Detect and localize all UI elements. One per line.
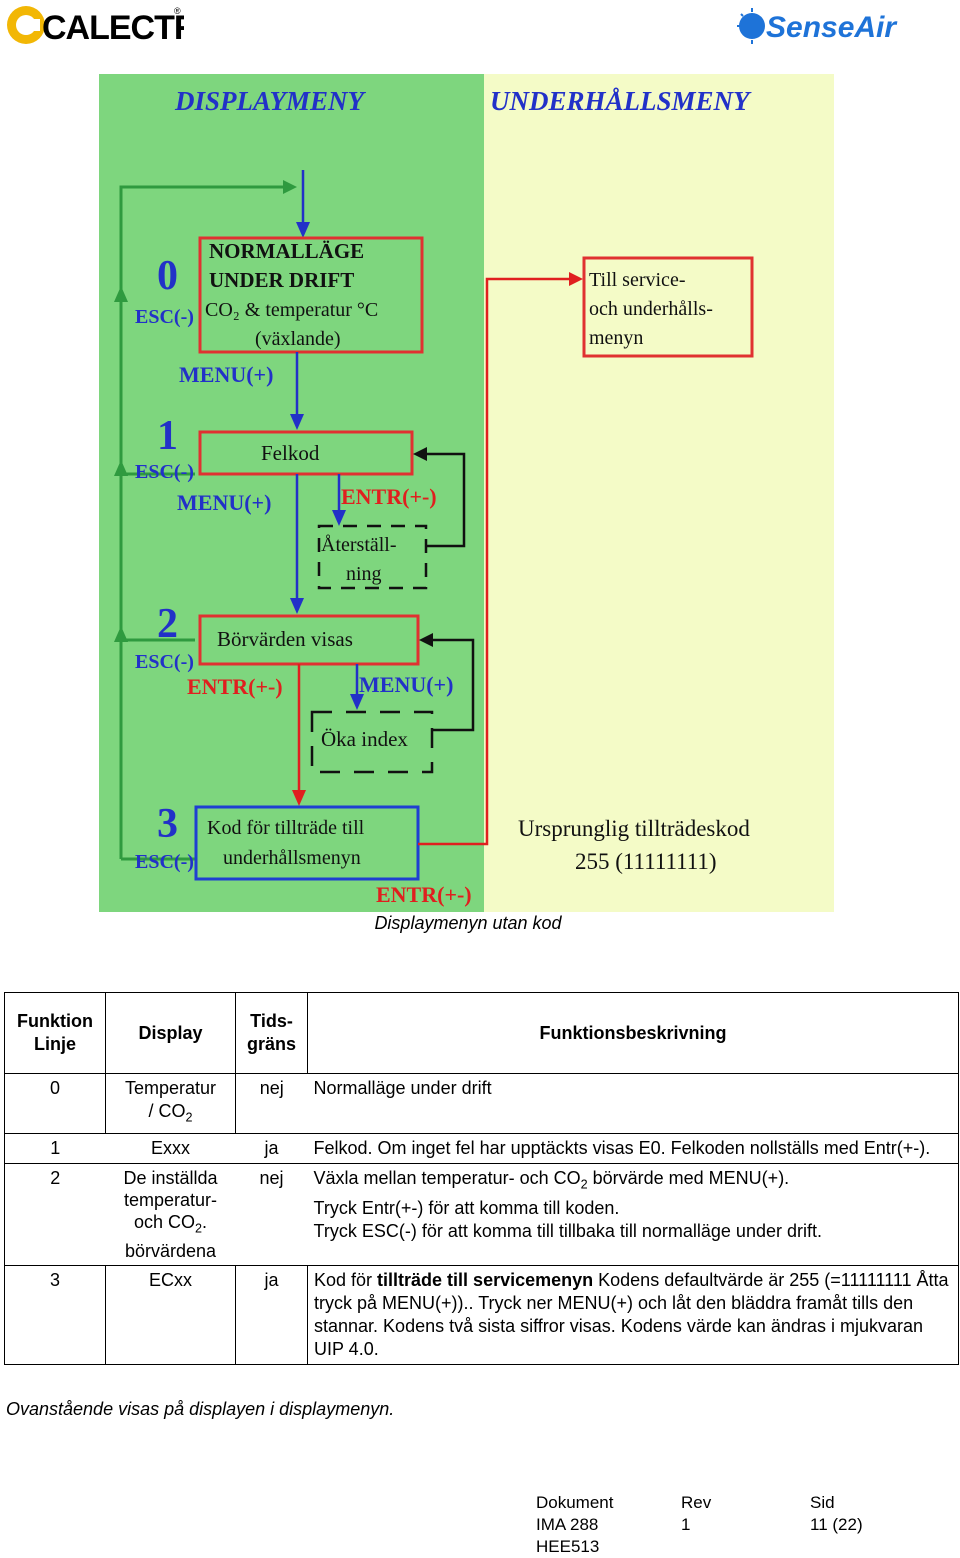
- setpoints-label: Börvärden visas: [217, 627, 353, 651]
- maintenance-menu-title: UNDERHÅLLSMENY: [490, 86, 752, 116]
- senseair-logo-text: SenseAir: [766, 11, 898, 44]
- index-return-arrowhead: [419, 633, 433, 647]
- original-code-line2: 255 (11111111): [575, 849, 717, 874]
- row3-line: 3: [4, 1264, 106, 1365]
- table-row: 0 Temperatur/ CO2 nej Normalläge under d…: [4, 1073, 959, 1134]
- entr-label-2: ENTR(+-): [187, 674, 283, 699]
- row3-display: ECxx: [105, 1264, 236, 1365]
- error-code-label: Felkod: [261, 441, 320, 465]
- service-line1: Till service-: [589, 269, 685, 291]
- error-code-box: [198, 430, 414, 476]
- footer-document: Dokument IMA 288 HEE513: [536, 1493, 614, 1556]
- display-menu-background: [99, 74, 484, 912]
- index-return-line: [431, 638, 475, 732]
- access-code-line1: Kod för tillträde till: [207, 817, 365, 839]
- original-code-line1: Ursprunglig tillträdeskod: [518, 816, 750, 841]
- reset-line1: Återställ-: [321, 534, 397, 556]
- entr-label-1: ENTR(+-): [341, 484, 437, 509]
- header-time-limit: Tids-gräns: [235, 992, 308, 1074]
- maintenance-menu-background: [484, 74, 834, 912]
- esc-label-0: ESC(-): [135, 306, 194, 328]
- row3-desc: Kod för tillträde till servicemenyn Kode…: [307, 1264, 959, 1365]
- service-arrow: [418, 277, 575, 846]
- row0-desc: Normalläge under drift: [307, 1073, 959, 1134]
- esc-label-1: ESC(-): [135, 461, 194, 483]
- header-display: Display: [105, 992, 236, 1074]
- menu-label-0: MENU(+): [179, 362, 273, 387]
- esc-arrowheads: [114, 180, 297, 642]
- setpoints-box: [198, 614, 420, 666]
- entr-arrowhead-2: [292, 790, 306, 806]
- calectro-logo-gap: [26, 19, 40, 31]
- row0-time: nej: [235, 1073, 308, 1134]
- row1-desc: Felkod. Om inget fel har upptäckts visas…: [307, 1133, 959, 1164]
- display-menu-title: DISPLAYMENY: [174, 86, 367, 116]
- header-description: Funktionsbeskrivning: [307, 992, 959, 1074]
- row1-display: Exxx: [105, 1133, 236, 1164]
- index-box: [310, 710, 434, 774]
- reset-box: [317, 524, 428, 590]
- service-line3: menyn: [589, 327, 643, 349]
- table-row: 2 De inställda temperatur-och CO2.börvär…: [4, 1163, 959, 1266]
- access-code-line2: underhållsmenyn: [223, 847, 361, 869]
- menu-arrowhead-1: [290, 598, 304, 614]
- normal-mode-line4: (växlande): [255, 328, 341, 350]
- row2-desc: Växla mellan temperatur- och CO2 börvärd…: [307, 1163, 959, 1266]
- service-menu-box: [582, 256, 754, 358]
- entr-arrowhead-1: [332, 510, 346, 526]
- row2-time: nej: [235, 1163, 308, 1266]
- esc-label-2: ESC(-): [135, 651, 194, 673]
- row1-line: 1: [4, 1133, 106, 1164]
- row2-display: De inställda temperatur-och CO2.börvärde…: [105, 1163, 236, 1266]
- menu-label-1: MENU(+): [177, 490, 271, 515]
- footer-revision: Rev 1: [681, 1493, 712, 1534]
- level-2-number: 2: [157, 601, 178, 647]
- entr-label-3: ENTR(+-): [376, 882, 472, 907]
- level-0-number: 0: [157, 253, 178, 299]
- normal-mode-box: [198, 236, 424, 354]
- reset-line2: ning: [346, 563, 382, 585]
- menu-label-2: MENU(+): [359, 672, 453, 697]
- entry-arrowhead: [296, 222, 310, 238]
- row1-time: ja: [235, 1133, 308, 1164]
- row2-line: 2: [4, 1163, 106, 1266]
- menu-arrowhead-2: [350, 694, 364, 710]
- reset-return-line: [426, 452, 466, 548]
- service-line2: och underhålls-: [589, 298, 713, 320]
- menu-arrowhead-0: [290, 414, 304, 430]
- registered-mark: ®: [174, 6, 181, 16]
- reset-return-arrowhead: [413, 447, 427, 461]
- normal-mode-line2: UNDER DRIFT: [209, 268, 354, 292]
- esc-label-3: ESC(-): [135, 851, 194, 873]
- footer-page: Sid 11 (22): [810, 1493, 863, 1534]
- senseair-logo-sun: [739, 13, 765, 39]
- row3-time: ja: [235, 1264, 308, 1365]
- calectro-logo: CALECTRO ®: [7, 6, 184, 47]
- level-3-number: 3: [157, 801, 178, 847]
- normal-mode-line1: NORMALLÄGE: [209, 239, 364, 263]
- row0-line: 0: [4, 1073, 106, 1134]
- calectro-logo-text: CALECTRO: [42, 9, 184, 47]
- table-row: 1 Exxx ja Felkod. Om inget fel har upptä…: [4, 1133, 959, 1164]
- senseair-logo: SenseAir: [737, 8, 898, 44]
- table-note: Ovanstående visas på displayen i display…: [6, 1399, 395, 1419]
- table-row: 3 ECxx ja Kod för tillträde till service…: [4, 1264, 959, 1365]
- menu-flow-diagram: DISPLAYMENY UNDERHÅLLSMENY 0 1 2 3 ESC(-…: [99, 74, 834, 912]
- access-code-box: [194, 805, 420, 881]
- normal-mode-line3: CO₂ & temperatur °C: [205, 299, 378, 321]
- level-1-number: 1: [157, 413, 178, 459]
- diagram-caption: Displaymenyn utan kod: [374, 913, 562, 933]
- row0-display: Temperatur/ CO2: [105, 1073, 236, 1134]
- index-label: Öka index: [321, 727, 408, 751]
- service-arrowhead: [569, 272, 583, 286]
